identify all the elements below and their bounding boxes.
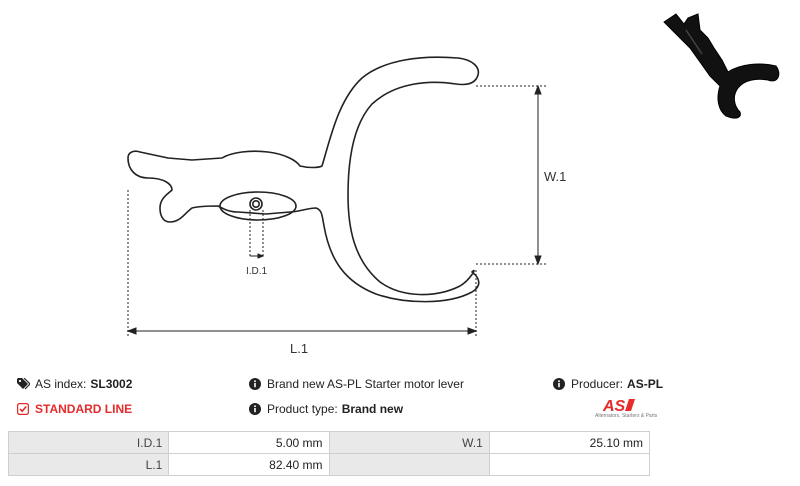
description-row: Brand new AS-PL Starter motor lever [248,377,464,391]
description-text: Brand new AS-PL Starter motor lever [267,377,464,391]
table-row: I.D.1 5.00 mm W.1 25.10 mm [7,431,651,454]
info-icon [248,402,262,416]
checkbox-icon [16,402,30,416]
as-pl-logo: AS Alternators, Starters & Parts [595,396,658,422]
l1-dimension [126,190,478,336]
product-photo [663,13,780,119]
standard-line-row: STANDARD LINE [16,402,132,416]
w1-label: W.1 [544,169,566,184]
w1-dimension [476,84,546,266]
lever-outline [127,56,480,303]
producer-label: Producer: [571,377,624,391]
producer-row: Producer: AS-PL [552,377,663,391]
spec-key [328,453,490,476]
tags-icon [16,377,30,391]
product-type-row: Product type: Brand new [248,402,403,416]
l1-label: L.1 [290,341,308,356]
product-type-value: Brand new [341,402,404,416]
as-index-value: SL3002 [90,377,133,391]
technical-drawing: W.1 L.1 I.D.1 [126,13,780,356]
standard-line-label: STANDARD LINE [35,402,133,416]
id1-label: I.D.1 [246,266,268,277]
info-icon [552,377,566,391]
product-type-label: Product type: [267,402,338,416]
as-index-label: AS index: [35,377,87,391]
logo-tagline: Alternators, Starters & Parts [595,413,658,419]
producer-value: AS-PL [627,377,664,391]
spec-key: W.1 [328,431,490,454]
logo-mark: AS [602,398,626,414]
as-index-row: AS index: SL3002 [16,377,132,391]
spec-value: 82.40 mm [168,453,330,476]
id1-dimension [249,210,265,259]
info-icon [248,377,262,391]
spec-key: L.1 [7,453,170,476]
spec-value [488,453,651,476]
spec-value: 25.10 mm [488,431,651,454]
table-row: L.1 82.40 mm [7,453,651,476]
spec-key: I.D.1 [7,431,170,454]
spec-table: I.D.1 5.00 mm W.1 25.10 mm L.1 82.40 mm [7,431,651,476]
spec-value: 5.00 mm [168,431,330,454]
